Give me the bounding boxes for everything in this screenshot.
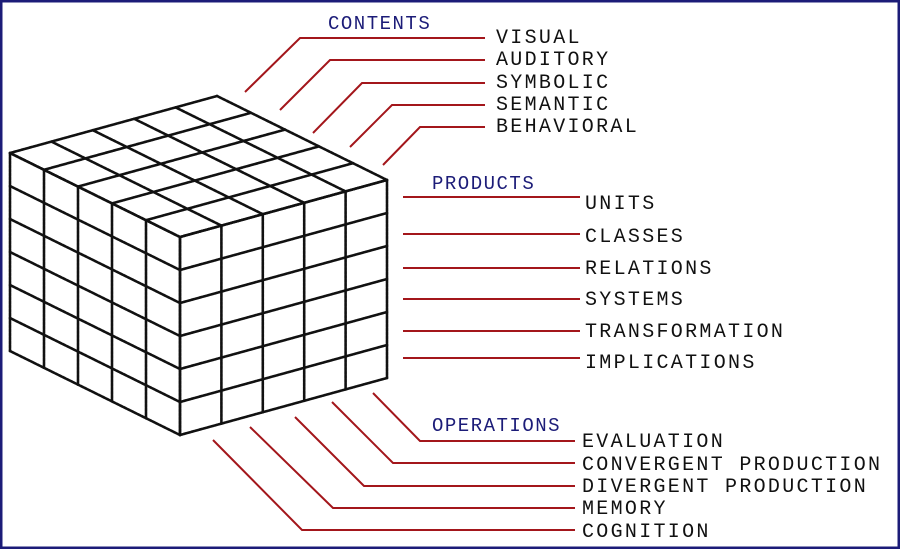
top-face-grid-line xyxy=(144,161,355,222)
leader-line xyxy=(331,401,575,464)
top-face-grid-line xyxy=(132,117,306,205)
right-face-grid-line xyxy=(178,211,389,272)
top-face-grid-line xyxy=(8,94,219,155)
operations-leaders xyxy=(212,392,575,531)
products-item: RELATIONS xyxy=(585,258,714,281)
left-face-grid-line xyxy=(8,283,182,371)
cube xyxy=(8,94,389,437)
top-face-grid-line xyxy=(8,151,182,239)
right-face-grid-line xyxy=(178,277,389,338)
operations-item: MEMORY xyxy=(582,498,668,521)
leader-line xyxy=(294,416,575,487)
left-face-grid-line xyxy=(8,217,182,305)
operations-title: OPERATIONS xyxy=(432,415,561,437)
leader-line xyxy=(312,82,485,134)
top-face-grid-line xyxy=(215,94,389,182)
top-face-grid-line xyxy=(110,145,321,205)
products-item: SYSTEMS xyxy=(585,289,685,312)
operations-item: EVALUATION xyxy=(582,431,725,454)
leader-line xyxy=(244,37,485,93)
products-item: UNITS xyxy=(585,193,657,216)
operations-item: DIVERGENT PRODUCTION xyxy=(582,476,868,499)
products-leaders xyxy=(403,196,580,359)
operations-item: CONVERGENT PRODUCTION xyxy=(582,454,882,477)
right-face-grid-line xyxy=(178,343,389,404)
contents-item: VISUAL xyxy=(496,27,582,50)
leader-line xyxy=(279,59,485,111)
products-title: PRODUCTS xyxy=(432,173,535,195)
contents-item: SYMBOLIC xyxy=(496,72,610,95)
leader-line xyxy=(349,104,485,148)
contents-title: CONTENTS xyxy=(328,13,431,35)
right-face-grid-line xyxy=(178,376,389,437)
top-face-grid-line xyxy=(42,111,253,172)
products-item: TRANSFORMATION xyxy=(585,321,785,344)
leader-line xyxy=(372,392,575,442)
contents-item: SEMANTIC xyxy=(496,94,610,117)
top-face-grid-line xyxy=(174,106,347,193)
left-face-grid-line xyxy=(8,250,182,338)
top-face-grid-line xyxy=(178,178,389,239)
top-face-grid-line xyxy=(50,140,223,227)
left-face-grid-line xyxy=(8,316,182,404)
left-face-grid-line xyxy=(8,184,182,272)
products-item: IMPLICATIONS xyxy=(585,352,757,375)
right-face-grid-line xyxy=(178,244,389,305)
top-face-grid-line xyxy=(91,128,265,216)
leader-line xyxy=(382,126,485,166)
products-item: CLASSES xyxy=(585,226,685,249)
top-face-grid-line xyxy=(76,128,287,188)
contents-item: BEHAVIORAL xyxy=(496,116,639,139)
left-face-grid-line xyxy=(8,349,182,437)
leader-line xyxy=(249,426,575,509)
contents-item: AUDITORY xyxy=(496,49,610,72)
leader-line xyxy=(212,439,575,531)
right-face-grid-line xyxy=(178,310,389,371)
operations-item: COGNITION xyxy=(582,521,711,544)
contents-leaders xyxy=(244,37,485,166)
